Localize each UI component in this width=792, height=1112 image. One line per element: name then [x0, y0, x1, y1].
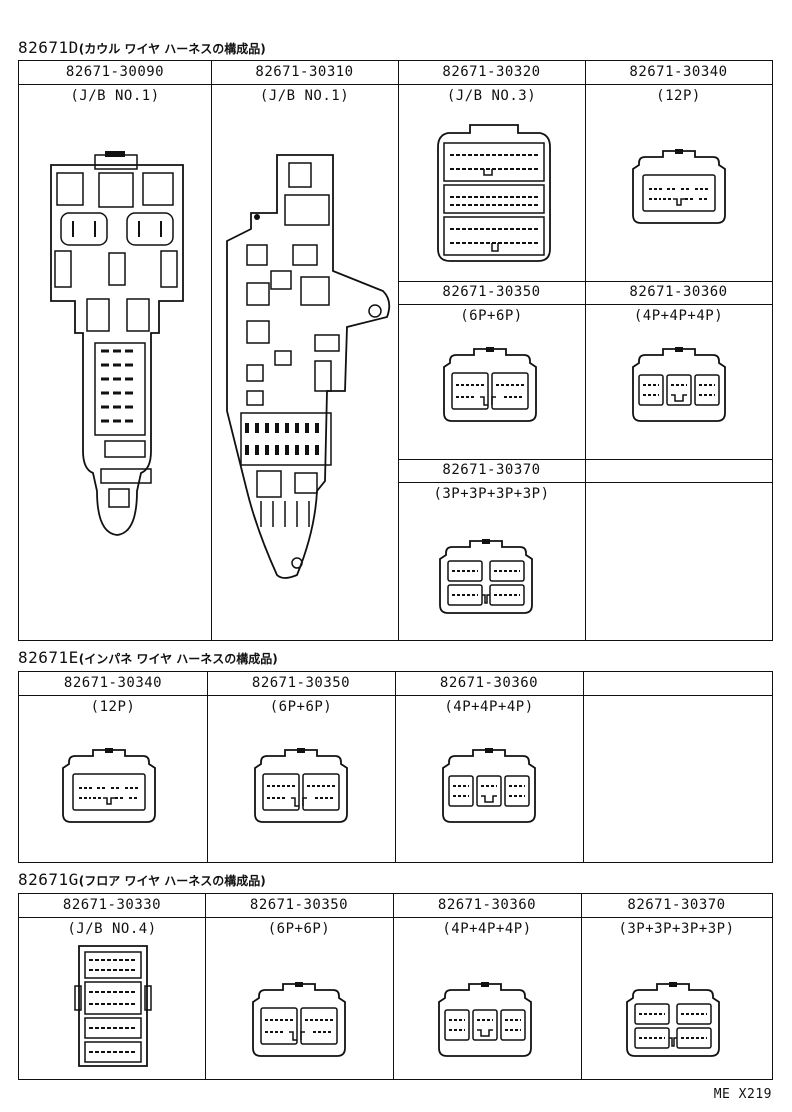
part-description: (J/B NO.3): [446, 88, 537, 104]
grid-line: [205, 894, 206, 1079]
part-number: 82671-30330: [19, 894, 205, 918]
grid-line: [395, 672, 396, 862]
part-number: 82671-30350: [205, 894, 393, 918]
part-number: 82671-30370: [398, 459, 585, 483]
part-number: 82671-30340: [585, 61, 772, 85]
part-description: (6P+6P): [269, 699, 333, 715]
part-description: (3P+3P+3P+3P): [618, 921, 735, 937]
connector-12p-icon: [632, 148, 726, 224]
part-number: 82671-30320: [398, 61, 585, 85]
section-floor-wire-harness: 82671-30330 (J/B NO.4) 82671-30350 (6P+6…: [18, 893, 773, 1080]
part-cell: 82671-30360 (4P+4P+4P): [393, 894, 581, 1079]
section-code: 82671G: [18, 870, 79, 889]
part-number: 82671-30360: [395, 672, 583, 696]
part-description: (4P+4P+4P): [442, 921, 532, 937]
part-number: 82671-30090: [19, 61, 211, 85]
empty-cell: [583, 672, 772, 862]
section-instrument-panel-wire-harness: 82671-30340 (12P) 82671-30350 (6P+6P) 82…: [18, 671, 773, 863]
connector-6p6p-icon: [443, 346, 537, 422]
grid-line: [398, 61, 399, 640]
part-number: 82671-30360: [585, 281, 772, 305]
part-number: 82671-30360: [393, 894, 581, 918]
part-description: (J/B NO.1): [259, 88, 350, 104]
part-cell: 82671-30090 (J/B NO.1): [19, 61, 211, 641]
junction-block-3-icon: [437, 124, 551, 262]
grid-line: [585, 61, 586, 641]
grid-line: [211, 61, 212, 640]
section-title: 82671E(インパネ ワイヤ ハーネスの構成品): [18, 648, 278, 667]
part-cell: 82671-30350 (6P+6P): [398, 281, 585, 459]
part-cell: 82671-30360 (4P+4P+4P): [395, 672, 583, 862]
part-number: 82671-30340: [19, 672, 207, 696]
part-cell: 82671-30350 (6P+6P): [205, 894, 393, 1079]
section-cowl-wire-harness: 82671-30090 (J/B NO.1) 82671-30310: [18, 60, 773, 641]
connector-12p-icon: [62, 747, 156, 823]
part-description: (4P+4P+4P): [633, 308, 724, 324]
empty-header: [585, 459, 772, 483]
part-number: 82671-30350: [207, 672, 395, 696]
junction-block-1-icon: [50, 151, 184, 536]
empty-header: [583, 672, 772, 696]
section-code: 82671E: [18, 648, 79, 667]
part-cell: 82671-30310 (J/B NO.1): [211, 61, 398, 641]
connector-4p4p4p-icon: [632, 346, 726, 422]
part-description: (3P+3P+3P+3P): [433, 486, 550, 502]
part-cell: 82671-30340 (12P): [19, 672, 207, 862]
grid-line: [207, 672, 208, 862]
grid-line: [398, 459, 772, 460]
part-cell: 82671-30360 (4P+4P+4P): [585, 281, 772, 459]
part-description: (12P): [90, 699, 136, 715]
empty-cell: [585, 459, 772, 641]
drawing-code: ME X219: [713, 1087, 772, 1102]
connector-3p3p3p3p-icon: [439, 538, 533, 614]
section-title: 82671D(カウル ワイヤ ハーネスの構成品): [18, 38, 266, 57]
section-title: 82671G(フロア ワイヤ ハーネスの構成品): [18, 870, 266, 889]
part-cell: 82671-30340 (12P): [585, 61, 772, 281]
grid-line: [393, 894, 394, 1079]
part-description: (12P): [656, 88, 701, 104]
part-description: (J/B NO.1): [70, 88, 160, 104]
section-note: (インパネ ワイヤ ハーネスの構成品): [78, 652, 278, 666]
connector-4p4p4p-icon: [442, 747, 536, 823]
grid-line: [583, 672, 584, 862]
section-note: (カウル ワイヤ ハーネスの構成品): [78, 42, 266, 56]
part-description: (6P+6P): [267, 921, 331, 937]
connector-6p6p-icon: [252, 981, 346, 1057]
part-number: 82671-30310: [211, 61, 398, 85]
part-cell: 82671-30370 (3P+3P+3P+3P): [581, 894, 772, 1079]
part-description: (6P+6P): [460, 308, 523, 324]
section-note: (フロア ワイヤ ハーネスの構成品): [78, 874, 266, 888]
junction-block-4-icon: [74, 945, 152, 1067]
part-description: (J/B NO.4): [67, 921, 157, 937]
part-number: 82671-30350: [398, 281, 585, 305]
part-description: (4P+4P+4P): [444, 699, 534, 715]
part-cell: 82671-30320 (J/B NO.3): [398, 61, 585, 281]
grid-line: [398, 281, 772, 282]
section-code: 82671D: [18, 38, 79, 57]
grid-line: [581, 894, 582, 1079]
connector-6p6p-icon: [254, 747, 348, 823]
junction-block-1b-icon: [226, 154, 391, 579]
connector-3p3p3p3p-icon: [626, 981, 720, 1057]
part-number: 82671-30370: [581, 894, 772, 918]
part-cell: 82671-30350 (6P+6P): [207, 672, 395, 862]
connector-4p4p4p-icon: [438, 981, 532, 1057]
part-cell: 82671-30330 (J/B NO.4): [19, 894, 205, 1079]
part-cell: 82671-30370 (3P+3P+3P+3P): [398, 459, 585, 641]
